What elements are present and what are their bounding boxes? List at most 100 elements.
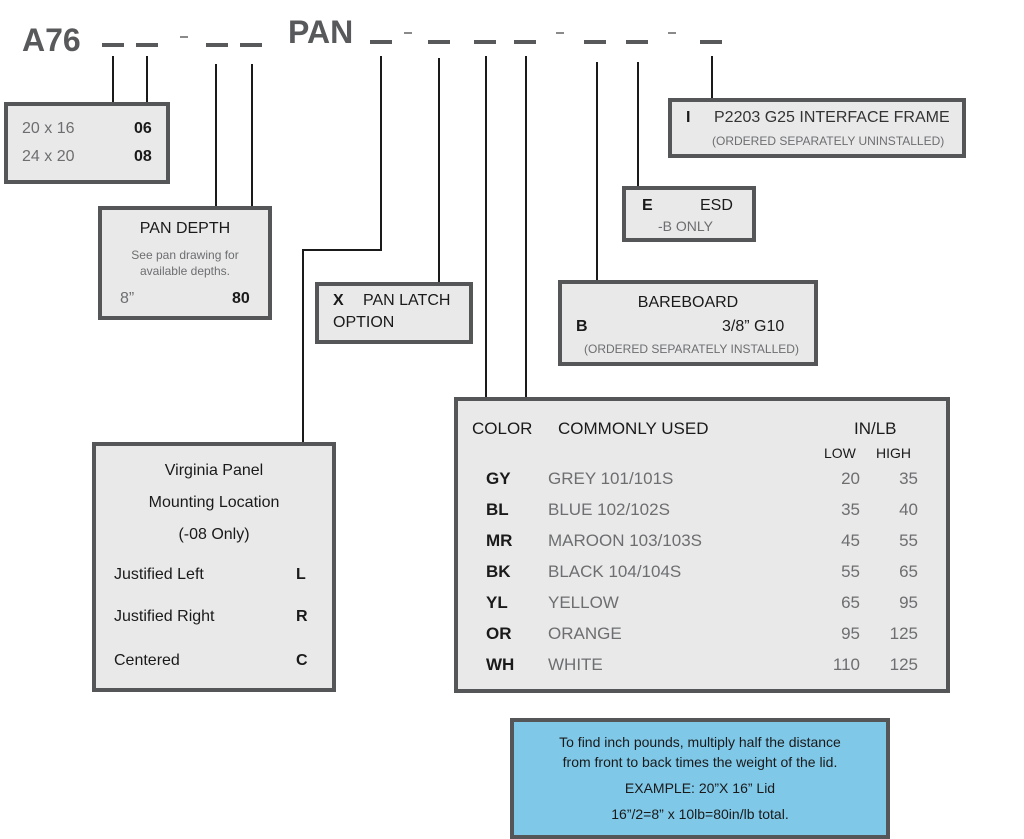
- bareboard-box: BAREBOARD B 3/8” G10 (ORDERED SEPARATELY…: [558, 280, 818, 366]
- slot-dash-8: [514, 40, 536, 44]
- high-value: 40: [899, 500, 918, 519]
- slot-dash-3: [206, 43, 228, 47]
- color-name: YELLOW: [548, 593, 619, 612]
- note-line-4: 16”/2=8” x 10lb=80in/lb total.: [611, 806, 789, 822]
- high-value: 95: [899, 593, 918, 612]
- interface-code: I: [686, 109, 691, 126]
- inch-pounds-note: To find inch pounds, multiply half the d…: [510, 718, 890, 839]
- part-middle: PAN: [288, 14, 354, 50]
- low-value: 110: [832, 655, 860, 674]
- interface-note: (ORDERED SEPARATELY UNINSTALLED): [712, 134, 945, 148]
- high-value: 55: [899, 531, 918, 550]
- high-value: 125: [889, 655, 918, 674]
- color-name: BLACK 104/104S: [548, 562, 682, 581]
- interface-label: P2203 G25 INTERFACE FRAME: [714, 109, 950, 126]
- connector-line: [596, 62, 598, 282]
- bareboard-note: (ORDERED SEPARATELY INSTALLED): [584, 342, 799, 356]
- color-name: GREY 101/101S: [548, 469, 674, 488]
- color-code: GY: [486, 469, 511, 488]
- mounting-code-right: R: [296, 608, 308, 625]
- esd-label: ESD: [700, 197, 733, 214]
- mounting-label-left: Justified Left: [114, 566, 204, 583]
- size-code-2: 08: [134, 148, 152, 165]
- color-code: MR: [486, 531, 513, 550]
- slot-dash-10: [626, 40, 648, 44]
- low-value: 20: [841, 469, 860, 488]
- slot-separator-3: [556, 32, 564, 34]
- pan-depth-code: 80: [232, 290, 250, 307]
- pan-latch-box: X PAN LATCH OPTION: [315, 282, 473, 344]
- color-name: MAROON 103/103S: [548, 531, 703, 550]
- color-code: WH: [486, 655, 515, 674]
- pan-depth-note-1: See pan drawing for: [131, 248, 239, 262]
- color-option-box: COLOR COMMONLY USED IN/LB LOW HIGH GY GRE…: [454, 397, 950, 693]
- color-code: BK: [486, 562, 511, 581]
- connector-line: [525, 56, 527, 398]
- low-value: 95: [841, 624, 860, 643]
- pan-latch-code: X: [333, 292, 344, 309]
- low-value: 35: [841, 500, 860, 519]
- interface-frame-box: I P2203 G25 INTERFACE FRAME (ORDERED SEP…: [668, 98, 966, 158]
- slot-separator-2: [404, 32, 412, 34]
- common-column-header: COMMONLY USED: [558, 419, 709, 438]
- color-name: WHITE: [548, 655, 603, 674]
- color-column-header: COLOR: [472, 419, 533, 438]
- low-value: 55: [841, 562, 860, 581]
- bareboard-title: BAREBOARD: [637, 294, 739, 311]
- slot-dash-9: [584, 40, 606, 44]
- slot-dash-11: [700, 40, 722, 44]
- note-line-3: EXAMPLE: 20”X 16” Lid: [624, 780, 776, 796]
- esd-code: E: [642, 197, 653, 214]
- part-prefix: A76: [22, 22, 81, 58]
- color-code: OR: [486, 624, 512, 643]
- esd-box: E ESD -B ONLY: [622, 186, 756, 242]
- high-value: 35: [899, 469, 918, 488]
- connector-line: [438, 58, 440, 284]
- low-value: 65: [841, 593, 860, 612]
- mounting-location-box: Virginia Panel Mounting Location (-08 On…: [92, 442, 336, 692]
- high-column-header: HIGH: [876, 445, 911, 461]
- bareboard-code: B: [576, 318, 588, 335]
- mounting-title-3: (-08 Only): [178, 526, 250, 543]
- size-label-2: 24 x 20: [22, 148, 75, 165]
- slot-dash-2: [136, 43, 158, 47]
- connector-line: [380, 56, 382, 250]
- mounting-label-center: Centered: [114, 652, 180, 669]
- connector-line: [146, 56, 148, 104]
- color-code: YL: [486, 593, 508, 612]
- mounting-label-right: Justified Right: [114, 608, 215, 625]
- bareboard-value: 3/8” G10: [722, 318, 785, 335]
- pan-latch-line-2: OPTION: [333, 314, 395, 331]
- low-column-header: LOW: [824, 445, 856, 461]
- note-line-1: To find inch pounds, multiply half the d…: [559, 734, 841, 750]
- mounting-title-1: Virginia Panel: [164, 462, 264, 479]
- size-option-box: 20 x 16 06 24 x 20 08: [4, 102, 170, 184]
- connector-line: [637, 62, 639, 187]
- pan-depth-note-2: available depths.: [139, 264, 231, 278]
- high-value: 65: [899, 562, 918, 581]
- size-label-1: 20 x 16: [22, 120, 75, 137]
- note-line-2: from front to back times the weight of t…: [562, 754, 838, 770]
- slot-dash-7: [474, 40, 496, 44]
- slot-separator-1: [180, 36, 188, 38]
- connector-line: [302, 249, 304, 443]
- connector-line: [302, 249, 382, 251]
- connector-line: [215, 64, 217, 208]
- slot-separator-4: [668, 32, 676, 34]
- pan-depth-title: PAN DEPTH: [139, 220, 231, 237]
- pan-depth-box: PAN DEPTH See pan drawing for available …: [98, 206, 272, 320]
- inlb-column-header: IN/LB: [854, 419, 897, 438]
- color-code: BL: [486, 500, 509, 519]
- color-name: BLUE 102/102S: [548, 500, 670, 519]
- low-value: 45: [841, 531, 860, 550]
- connector-line: [112, 56, 114, 104]
- slot-dash-5: [370, 40, 392, 44]
- connector-line: [251, 64, 253, 208]
- color-name: ORANGE: [548, 624, 622, 643]
- slot-dash-1: [102, 43, 124, 47]
- esd-note: -B ONLY: [658, 218, 713, 234]
- slot-dash-6: [428, 40, 450, 44]
- mounting-code-center: C: [296, 652, 308, 669]
- pan-latch-line-1: PAN LATCH: [363, 292, 451, 309]
